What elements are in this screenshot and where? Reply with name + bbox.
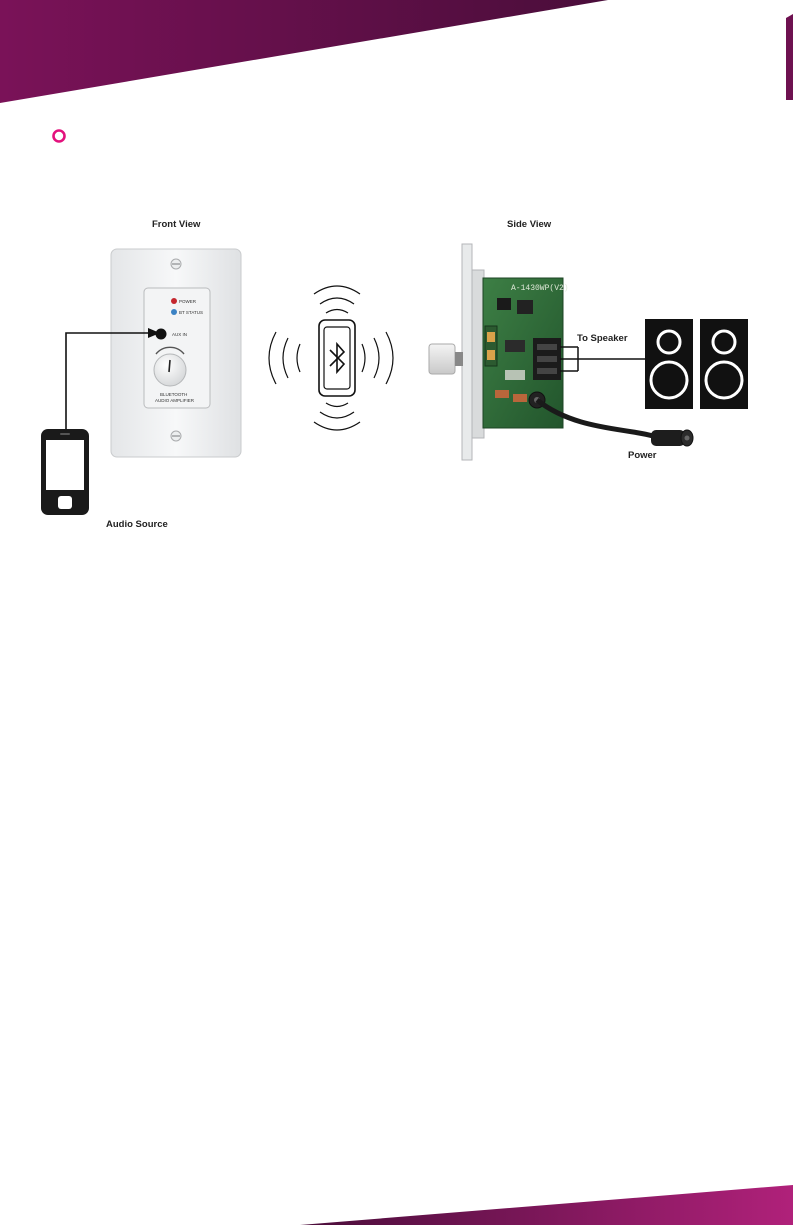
side-view-label: Side View [507,219,551,230]
smartphone-icon [40,428,90,516]
aux-connection-line [60,325,170,435]
top-banner [0,0,793,105]
ring-bullet-icon [51,128,67,144]
speaker-icon [645,318,748,410]
pcb-model-label: A-1430WP(V2) [511,284,569,293]
bluetooth-icon [264,282,404,434]
speaker-wires [560,340,650,380]
aux-in-label: AUX IN [172,332,187,337]
bottom-banner [0,1185,793,1225]
front-view-label: Front View [152,219,200,230]
audio-source-label: Audio Source [106,519,168,530]
led-power-label: POWER [179,299,196,304]
led-bt-label: BT STATUS [179,310,203,315]
